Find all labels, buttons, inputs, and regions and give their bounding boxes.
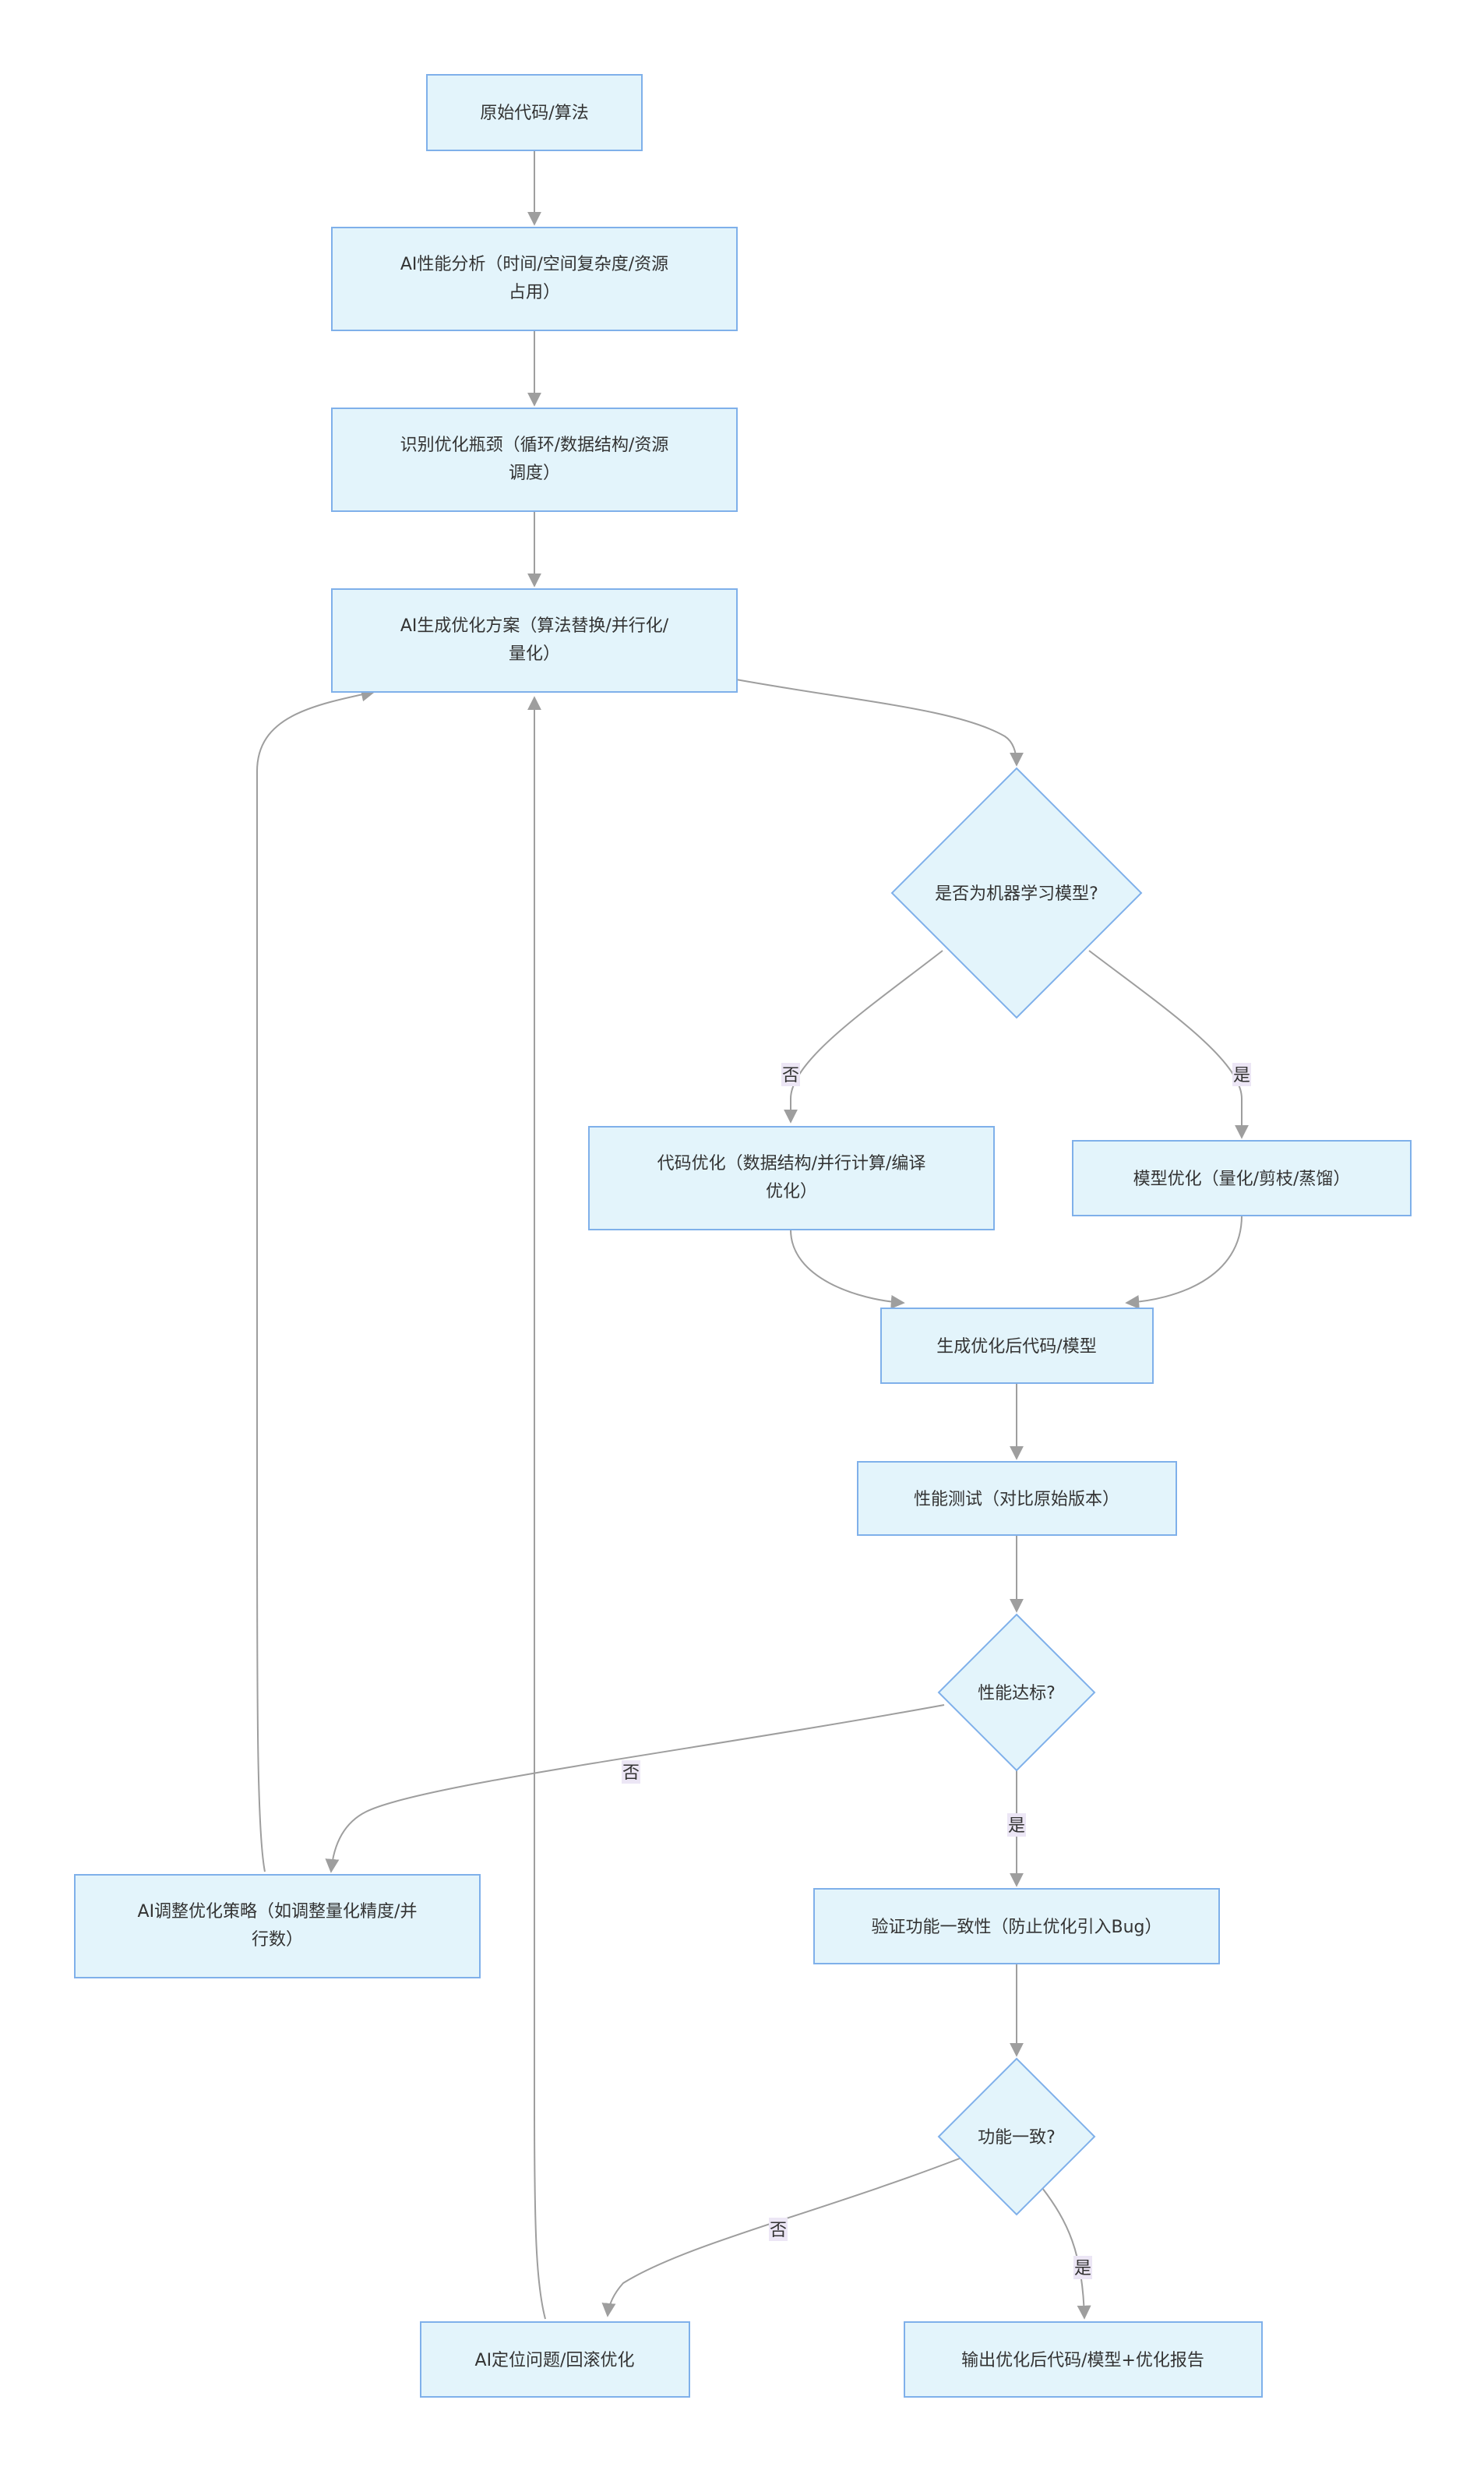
node-ai-generate-plan-line2: 量化）	[509, 644, 560, 664]
edge-n4-d1	[735, 679, 1024, 767]
node-ai-generate-plan[interactable]: AI生成优化方案（算法替换/并行化/ 量化）	[331, 588, 738, 693]
edge-d1-n6	[1088, 950, 1249, 1139]
edge-n9-n4	[256, 687, 375, 1872]
node-ai-locate-rollback[interactable]: AI定位问题/回滚优化	[420, 2321, 690, 2398]
edge-labels: 否 是 否 是 否 是	[622, 1063, 1251, 2279]
node-output-report[interactable]: 输出优化后代码/模型+优化报告	[904, 2321, 1263, 2398]
decision-is-ml-model-label: 是否为机器学习模型?	[935, 884, 1098, 904]
edge-label-d3-no: 否	[770, 2221, 787, 2240]
node-original-code-label: 原始代码/算法	[480, 104, 588, 123]
node-ai-adjust-strategy-line1: AI调整优化策略（如调整量化精度/并	[138, 1902, 418, 1922]
decision-performance-ok[interactable]: 性能达标?	[937, 1613, 1096, 1772]
edge-d2-n9	[325, 1704, 945, 1873]
nodes: 原始代码/算法 AI性能分析（时间/空间复杂度/资源 占用） 识别优化瓶颈（循环…	[74, 74, 1412, 2398]
node-ai-adjust-strategy[interactable]: AI调整优化策略（如调整量化精度/并 行数）	[74, 1874, 481, 1978]
decision-function-consistent-label: 功能一致?	[978, 2128, 1056, 2148]
edges	[256, 150, 1249, 2320]
decision-is-ml-model[interactable]: 是否为机器学习模型?	[890, 767, 1143, 1019]
edge-label-bg-d3-yes	[1073, 2256, 1092, 2279]
node-code-optimization[interactable]: 代码优化（数据结构/并行计算/编译 优化）	[588, 1126, 995, 1230]
node-verify-consistency-label: 验证功能一致性（防止优化引入Bug）	[871, 1918, 1161, 1937]
edge-n6-n7	[1125, 1215, 1243, 1309]
edge-label-bg-d2-no	[622, 1760, 640, 1784]
node-ai-generate-plan-line1: AI生成优化方案（算法替换/并行化/	[400, 616, 669, 636]
node-ai-performance-analysis-line2: 占用）	[509, 283, 560, 302]
edge-label-bg-d2-yes	[1007, 1813, 1026, 1837]
edge-label-d1-no: 否	[782, 1066, 799, 1085]
node-ai-performance-analysis[interactable]: AI性能分析（时间/空间复杂度/资源 占用）	[331, 227, 738, 331]
decision-performance-ok-label: 性能达标?	[978, 1684, 1056, 1703]
edge-d1-n5	[784, 950, 943, 1124]
node-code-optimization-line1: 代码优化（数据结构/并行计算/编译	[657, 1154, 926, 1174]
node-ai-locate-rollback-label: AI定位问题/回滚优化	[475, 2351, 635, 2370]
edge-d3-n12	[1042, 2187, 1091, 2320]
edge-label-d2-yes: 是	[1008, 1816, 1025, 1836]
edge-label-bg-d3-no	[769, 2218, 788, 2241]
edge-label-d1-yes: 是	[1233, 1066, 1250, 1085]
edge-label-d3-yes: 是	[1074, 2259, 1091, 2278]
node-generate-optimized-label: 生成优化后代码/模型	[936, 1337, 1096, 1357]
node-identify-bottleneck-line1: 识别优化瓶颈（循环/数据结构/资源	[400, 436, 669, 455]
edge-label-bg-d1-yes	[1232, 1063, 1251, 1086]
edge-label-d2-no: 否	[622, 1763, 640, 1783]
node-generate-optimized[interactable]: 生成优化后代码/模型	[880, 1308, 1154, 1384]
node-ai-adjust-strategy-line2: 行数）	[252, 1930, 303, 1950]
node-performance-test[interactable]: 性能测试（对比原始版本）	[857, 1461, 1177, 1536]
edge-n5-n7	[790, 1229, 905, 1309]
node-identify-bottleneck-line2: 调度）	[509, 464, 560, 483]
decision-function-consistent[interactable]: 功能一致?	[937, 2057, 1096, 2216]
node-code-optimization-line2: 优化）	[766, 1182, 817, 1202]
node-verify-consistency[interactable]: 验证功能一致性（防止优化引入Bug）	[813, 1888, 1220, 1964]
edge-label-bg-d1-no	[781, 1063, 800, 1086]
node-original-code[interactable]: 原始代码/算法	[426, 74, 643, 151]
edge-n11-n4	[527, 696, 546, 2320]
node-identify-bottleneck[interactable]: 识别优化瓶颈（循环/数据结构/资源 调度）	[331, 408, 738, 512]
node-model-optimization-label: 模型优化（量化/剪枝/蒸馏）	[1133, 1170, 1351, 1189]
edge-d3-n11	[601, 2158, 961, 2317]
node-performance-test-label: 性能测试（对比原始版本）	[914, 1490, 1119, 1509]
node-model-optimization[interactable]: 模型优化（量化/剪枝/蒸馏）	[1072, 1140, 1412, 1216]
node-ai-performance-analysis-line1: AI性能分析（时间/空间复杂度/资源	[400, 255, 668, 274]
node-output-report-label: 输出优化后代码/模型+优化报告	[961, 2351, 1204, 2370]
